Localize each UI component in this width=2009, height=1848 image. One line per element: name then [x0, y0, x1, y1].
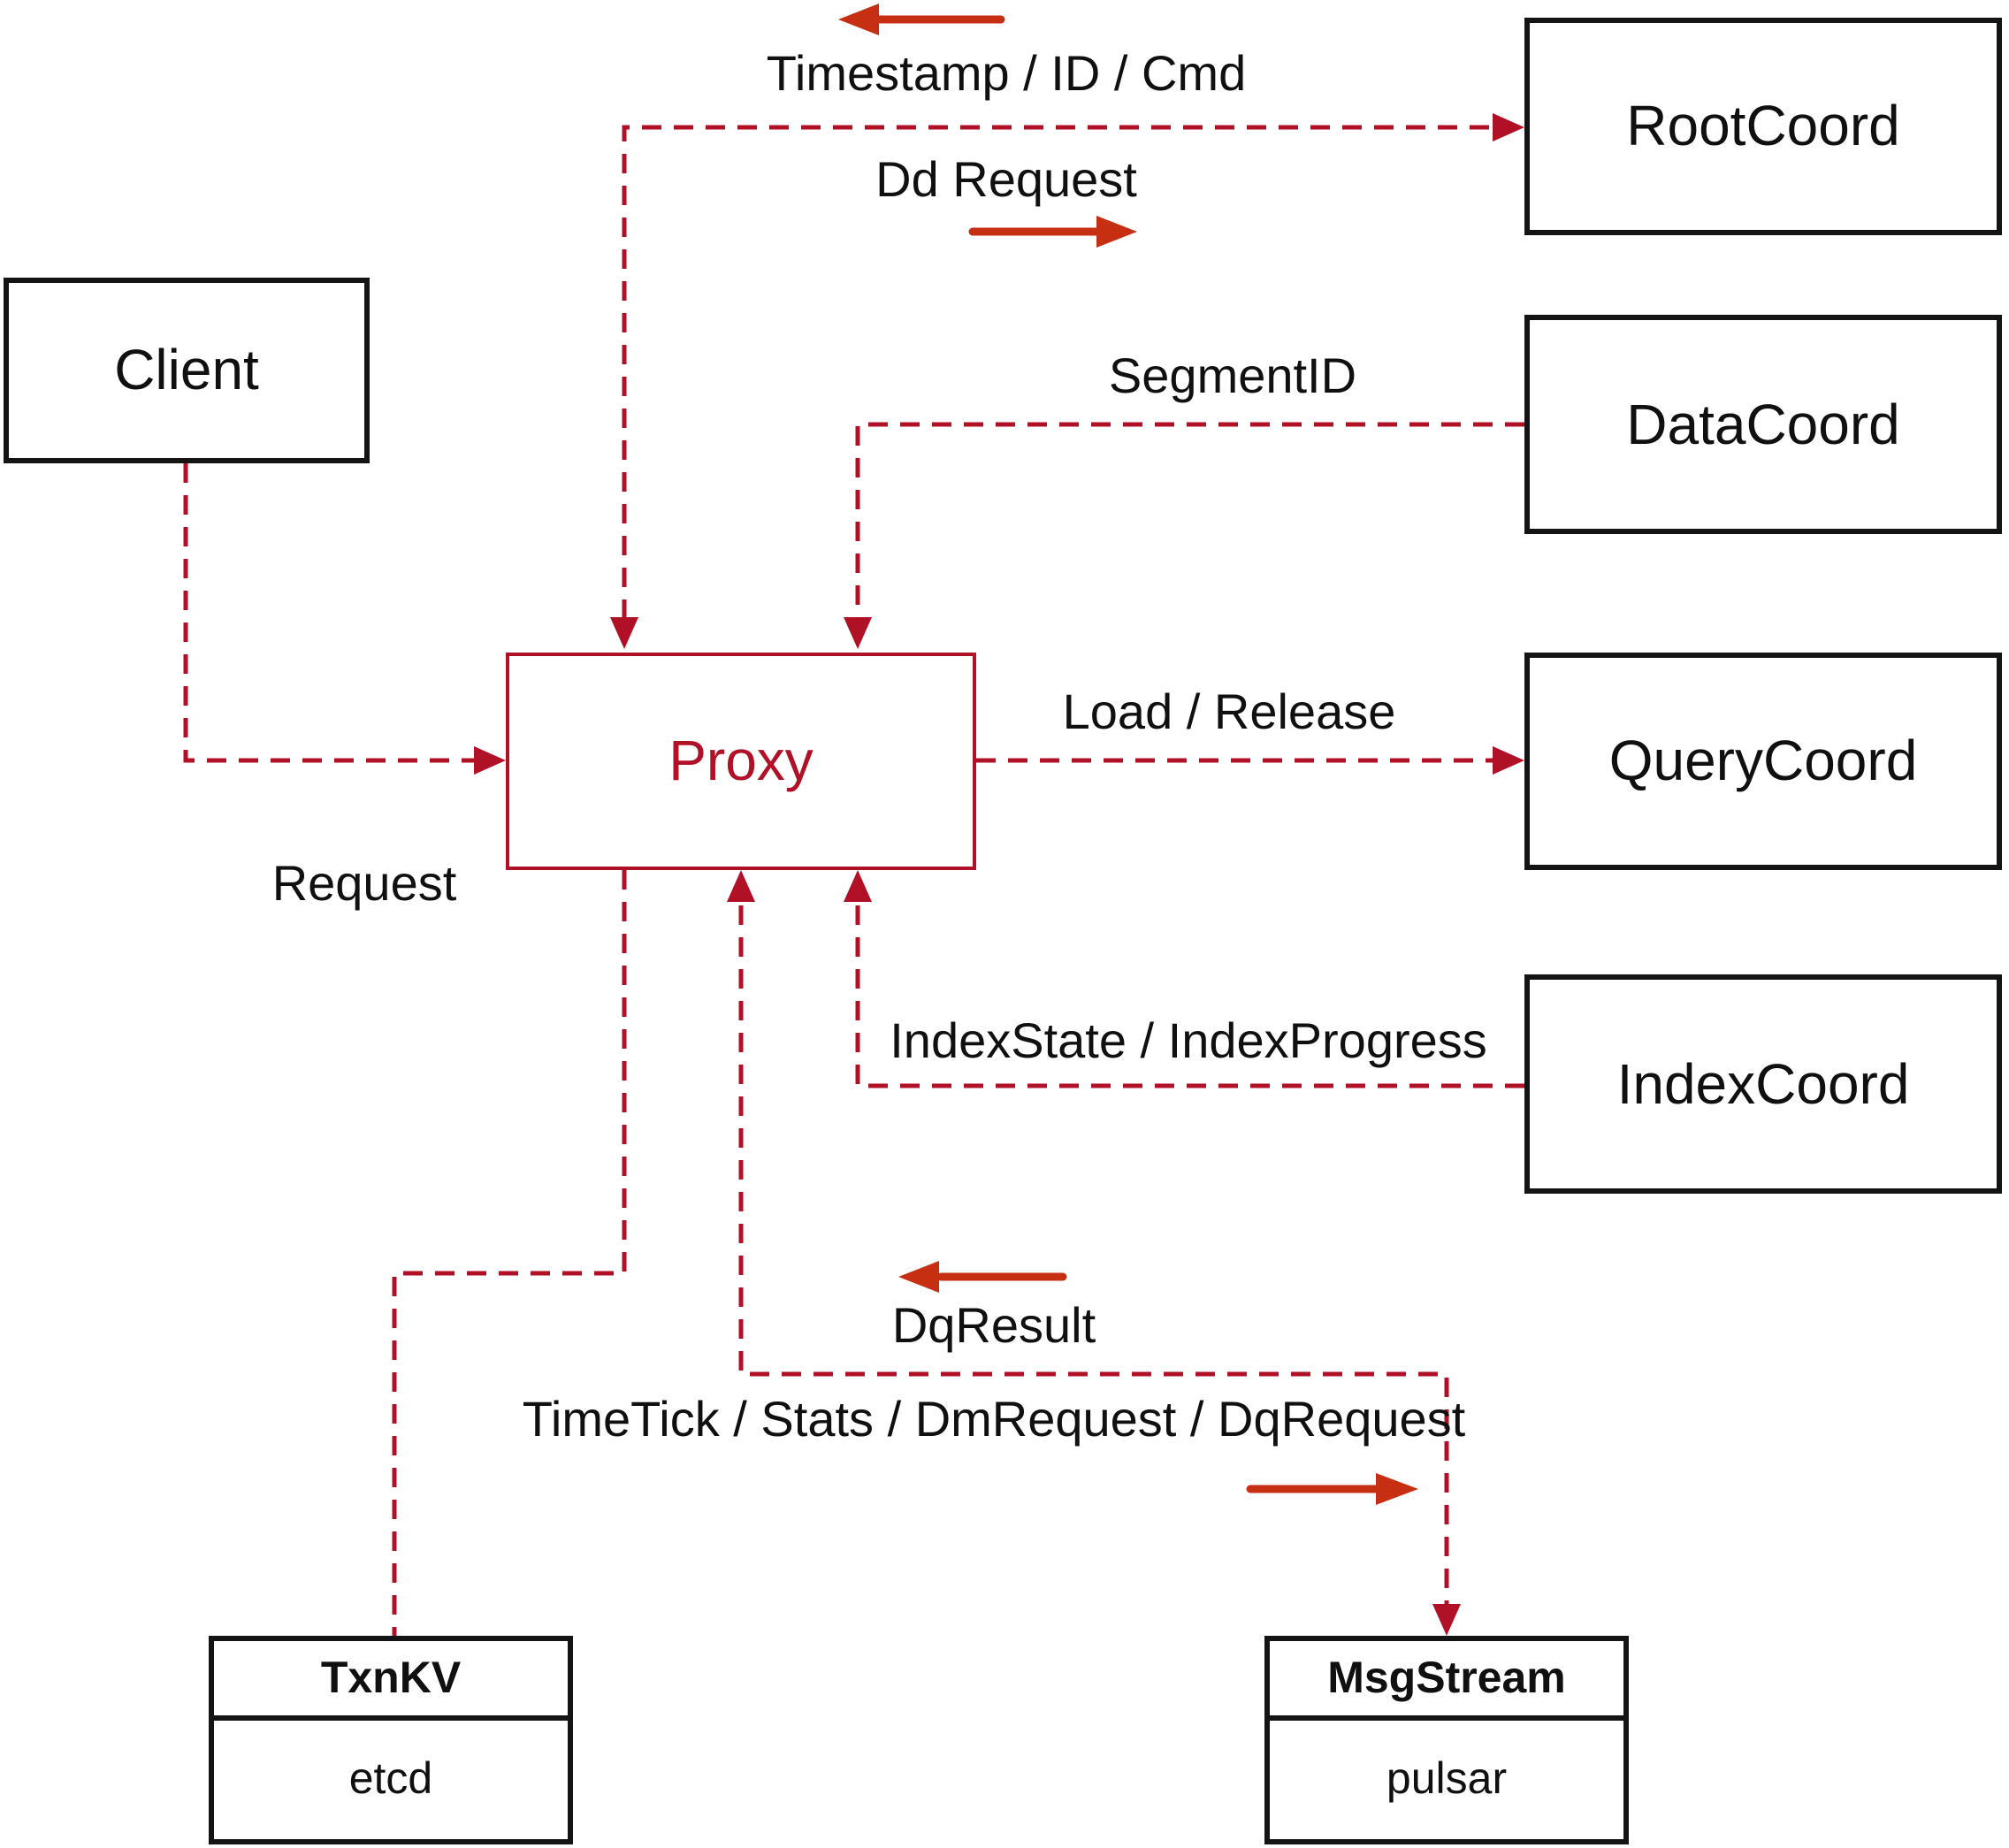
edge-client-proxy: [183, 463, 474, 763]
edge-proxy-msgstream: [738, 905, 1449, 1604]
node-msgstream-subtitle: pulsar: [1386, 1754, 1508, 1804]
edge-label-timestamp-id-cmd: Timestamp / ID / Cmd: [766, 46, 1247, 101]
arrowhead-into-proxy-bottom-right-icon: [844, 870, 872, 902]
edge-label-dq-result: DqResult: [891, 1298, 1096, 1353]
node-querycoord-label: QueryCoord: [1608, 729, 1918, 792]
edge-label-indexstate-indexprogress: IndexState / IndexProgress: [890, 1013, 1487, 1068]
edge-label-timetick-stats-dmrequest-dqrequest: TimeTick / Stats / DmRequest / DqRequest: [522, 1392, 1466, 1447]
node-client-label: Client: [114, 338, 259, 401]
node-txnkv-subtitle: etcd: [348, 1754, 433, 1804]
node-rootcoord: RootCoord: [1524, 18, 2002, 235]
arrowhead-into-proxy-top-left-icon: [610, 617, 638, 649]
arrowhead-into-querycoord-icon: [1493, 746, 1524, 775]
arrowhead-into-rootcoord-icon: [1493, 113, 1524, 141]
arrowhead-into-msgstream-icon: [1432, 1604, 1461, 1636]
edge-label-request: Request: [271, 856, 457, 911]
edge-label-segment-id: SegmentID: [1108, 348, 1357, 403]
node-msgstream-title: MsgStream: [1270, 1641, 1623, 1721]
edge-proxy-txnkv: [392, 870, 627, 1636]
node-proxy: Proxy: [506, 653, 976, 870]
node-querycoord: QueryCoord: [1524, 653, 2002, 870]
node-txnkv-title: TxnKV: [214, 1641, 568, 1721]
edge-label-load-release: Load / Release: [1062, 684, 1396, 739]
node-datacoord: DataCoord: [1524, 315, 2002, 534]
node-indexcoord: IndexCoord: [1524, 974, 2002, 1194]
edge-label-dd-request: Dd Request: [875, 152, 1137, 207]
node-msgstream: MsgStream pulsar: [1264, 1636, 1629, 1844]
arrowhead-into-proxy-bottom-left-icon: [727, 870, 755, 902]
flow-arrowhead-right-bottom-icon: [1376, 1473, 1418, 1505]
node-datacoord-label: DataCoord: [1626, 392, 1900, 455]
edge-datacoord-proxy: [855, 422, 1524, 619]
arrowhead-into-proxy-top-right-icon: [844, 617, 872, 649]
node-txnkv: TxnKV etcd: [209, 1636, 573, 1844]
edge-proxy-rootcoord: [622, 125, 1493, 619]
flow-arrowhead-left-top-icon: [838, 4, 879, 35]
node-indexcoord-label: IndexCoord: [1616, 1051, 1910, 1115]
node-proxy-label: Proxy: [668, 729, 814, 792]
node-rootcoord-label: RootCoord: [1626, 94, 1900, 157]
flow-arrowhead-right-top-icon: [1096, 216, 1137, 248]
node-client: Client: [4, 278, 370, 463]
arrowhead-into-proxy-left-icon: [474, 746, 506, 775]
flow-arrowhead-left-bottom-icon: [898, 1261, 939, 1293]
